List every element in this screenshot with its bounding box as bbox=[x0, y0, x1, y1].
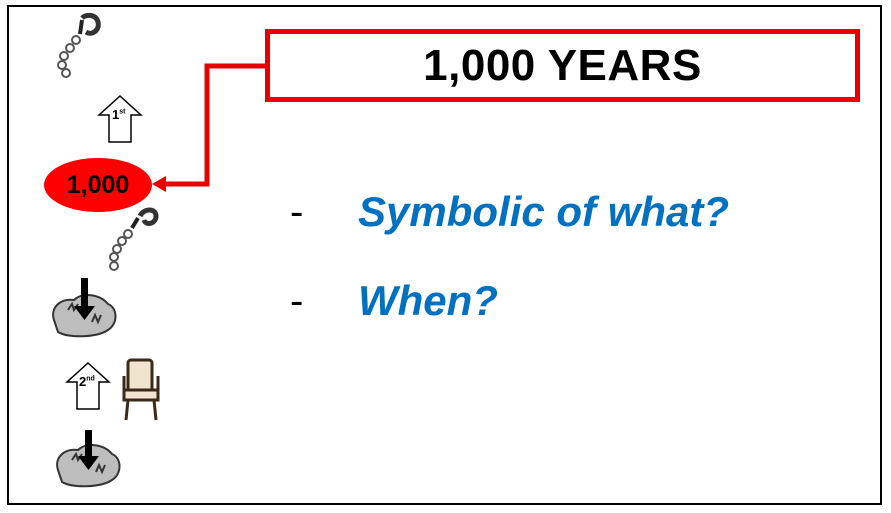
arrow-ordinal: 2nd bbox=[79, 374, 95, 389]
abyss-rock-icon bbox=[52, 278, 117, 338]
question-text: When? bbox=[358, 277, 498, 324]
millennium-label: 1,000 bbox=[66, 170, 130, 199]
shackle-icon bbox=[57, 12, 101, 78]
bullet-dash: - bbox=[290, 278, 304, 323]
arrow-ordinal: 1st bbox=[112, 107, 126, 122]
abyss-rock-icon bbox=[56, 430, 121, 488]
bullet-dash: - bbox=[290, 189, 304, 234]
millennium-oval: 1,000 bbox=[44, 158, 152, 212]
throne-chair-icon bbox=[122, 358, 160, 421]
up-arrow-2nd: 2nd bbox=[65, 361, 111, 410]
up-arrow-icon bbox=[97, 94, 143, 143]
shackle-icon bbox=[109, 207, 159, 271]
question-item: - Symbolic of what? bbox=[290, 188, 729, 236]
up-arrow-1st: 1st bbox=[97, 94, 143, 143]
question-item: - When? bbox=[290, 277, 498, 325]
question-text: Symbolic of what? bbox=[358, 188, 730, 235]
up-arrow-icon bbox=[65, 361, 111, 410]
title-box: 1,000 YEARS bbox=[265, 29, 860, 102]
page-title: 1,000 YEARS bbox=[423, 40, 702, 90]
